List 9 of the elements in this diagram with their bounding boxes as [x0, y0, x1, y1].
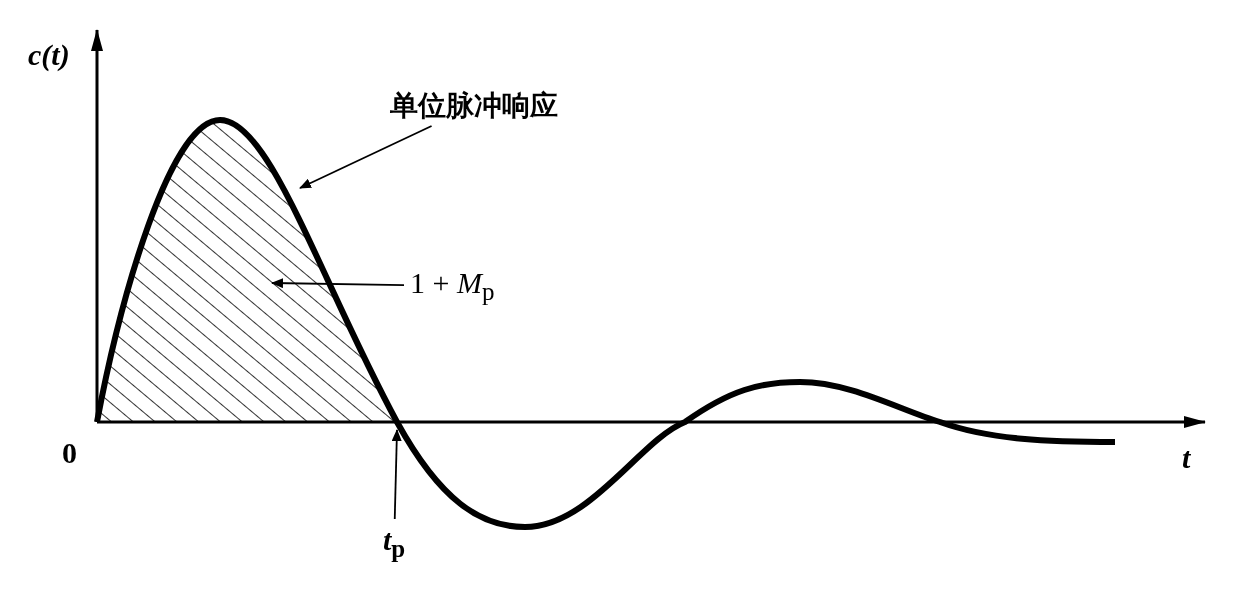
annotation-label: 1 + M$_{p}$ [410, 268, 495, 304]
axis-label: t [1182, 443, 1191, 473]
leader-line [391, 429, 402, 520]
leader-line [299, 125, 433, 189]
origin-label: 0 [62, 438, 77, 468]
axis-label: c(t) [28, 40, 70, 70]
leader-line [271, 278, 405, 289]
annotation-label: t$_{p}$ [383, 525, 406, 561]
callout-text: 单位脉冲响应 [390, 92, 558, 120]
